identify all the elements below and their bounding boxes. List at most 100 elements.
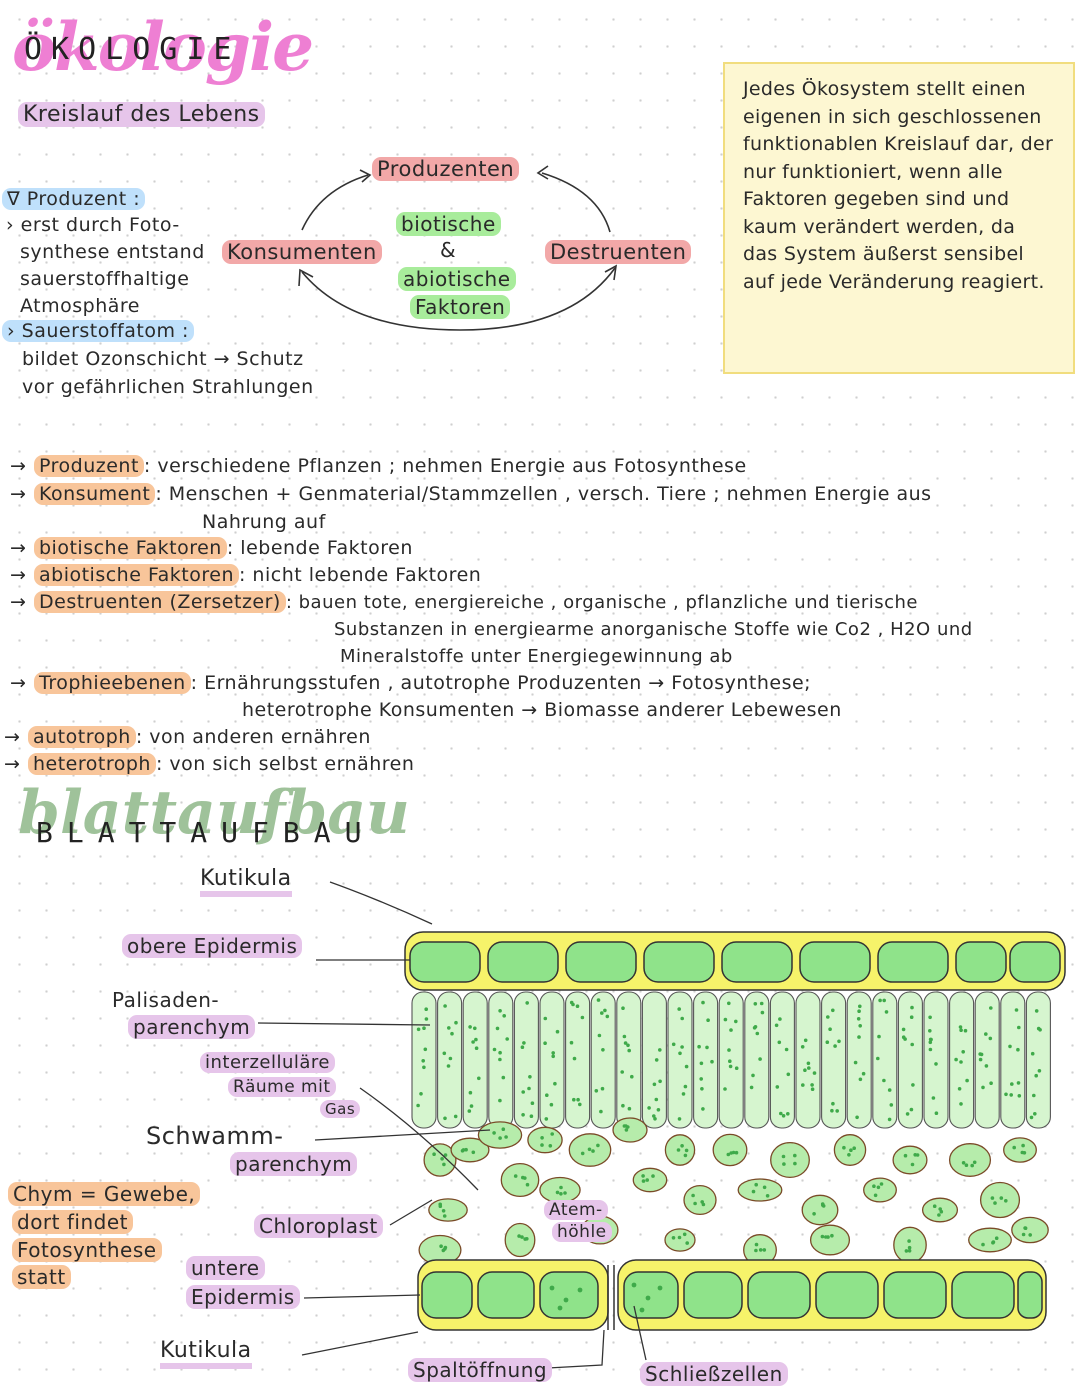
chloroplast bbox=[820, 1234, 825, 1239]
chloroplast bbox=[523, 1237, 527, 1241]
chloroplast bbox=[931, 1096, 936, 1100]
chloroplast bbox=[1017, 1094, 1022, 1098]
spongy-cell bbox=[612, 1117, 648, 1143]
chloroplast bbox=[913, 1153, 917, 1157]
chloroplast bbox=[728, 1059, 732, 1063]
chloroplast bbox=[645, 1178, 649, 1182]
chloroplast bbox=[627, 1106, 632, 1111]
chloroplast bbox=[467, 1109, 472, 1113]
chloroplast bbox=[677, 1117, 682, 1121]
chloroplast bbox=[831, 1101, 835, 1106]
chloroplast bbox=[527, 1086, 531, 1091]
chloroplast bbox=[965, 1078, 969, 1083]
chloroplast bbox=[701, 1202, 706, 1207]
chloroplast bbox=[857, 1035, 861, 1039]
definition-text-cont: Substanzen in energiearme anorganische S… bbox=[334, 619, 973, 640]
chloroplast bbox=[630, 1074, 634, 1079]
note-line: synthese entstand bbox=[20, 241, 205, 263]
chloroplast bbox=[555, 1029, 560, 1034]
chloroplast bbox=[522, 1041, 526, 1045]
chloroplast bbox=[572, 1056, 577, 1061]
leaf-title-script: blattaufbau bbox=[18, 778, 410, 848]
chloroplast bbox=[991, 1240, 995, 1245]
definition-text: : lebende Faktoren bbox=[226, 537, 413, 559]
definition-biotisch: →biotische Faktoren: lebende Faktoren bbox=[10, 537, 413, 559]
spongy-cell bbox=[423, 1143, 457, 1177]
palisade-cell bbox=[1025, 991, 1051, 1129]
term: Trophieebenen bbox=[34, 672, 191, 694]
chloroplast bbox=[605, 1014, 610, 1019]
chloroplast bbox=[710, 1059, 714, 1064]
arrow-konsumenten-produzenten bbox=[301, 174, 369, 231]
palisade-cell bbox=[590, 991, 616, 1129]
chloroplast bbox=[471, 1150, 476, 1155]
definition-text-cont: heterotrophe Konsumenten → Biomasse ande… bbox=[242, 699, 842, 721]
chloroplast bbox=[453, 1114, 458, 1119]
chloroplast bbox=[653, 1117, 657, 1121]
chloroplast bbox=[505, 1037, 510, 1041]
chloroplast bbox=[658, 1079, 662, 1084]
chloroplast bbox=[755, 1031, 760, 1036]
chloroplast bbox=[1016, 1081, 1021, 1085]
chloroplast bbox=[988, 1036, 993, 1041]
label-interzellular-1: interzelluläre bbox=[200, 1052, 335, 1073]
chloroplast bbox=[543, 1016, 548, 1021]
chloroplast bbox=[758, 1057, 762, 1061]
chloroplast bbox=[551, 1051, 555, 1055]
chloroplast bbox=[879, 1182, 884, 1186]
palisade-cell bbox=[744, 991, 770, 1129]
leader-schwamm bbox=[314, 1129, 491, 1141]
chloroplast bbox=[587, 1147, 592, 1152]
chloroplast bbox=[801, 1083, 805, 1087]
chloroplast bbox=[700, 1087, 704, 1091]
chloroplast bbox=[873, 1193, 878, 1198]
chloroplast bbox=[654, 1097, 659, 1102]
chloroplast bbox=[597, 1033, 602, 1038]
chloroplast bbox=[752, 1026, 757, 1030]
chloroplast bbox=[443, 1245, 448, 1250]
spongy-cell bbox=[632, 1167, 668, 1193]
chloroplast bbox=[928, 1040, 933, 1045]
chloroplast bbox=[621, 1103, 625, 1108]
spongy-cell bbox=[539, 1176, 581, 1204]
chloroplast bbox=[723, 1017, 728, 1022]
chloroplast bbox=[544, 1117, 549, 1121]
guard-cell-chloroplasts bbox=[549, 1282, 663, 1313]
spongy-cell bbox=[893, 1226, 927, 1264]
cycle-produzenten: Produzenten bbox=[372, 157, 520, 181]
chloroplast bbox=[492, 1131, 496, 1135]
chloroplast bbox=[959, 1060, 963, 1064]
chloroplast bbox=[492, 1047, 497, 1052]
leader-kutikula-bottom bbox=[301, 1331, 419, 1356]
chloroplast bbox=[803, 1068, 807, 1072]
chloroplast bbox=[627, 1048, 631, 1053]
palisade-cells bbox=[411, 991, 1051, 1129]
chloroplast bbox=[723, 1087, 727, 1091]
chloroplast bbox=[778, 1017, 782, 1021]
definition-heterotroph: →heterotroph: von sich selbst ernähren bbox=[4, 753, 414, 775]
palisade-cell bbox=[641, 991, 667, 1129]
chloroplast bbox=[858, 1004, 862, 1009]
chloroplast bbox=[683, 1084, 688, 1089]
spongy-cell bbox=[892, 1145, 928, 1175]
chloroplast bbox=[621, 1006, 625, 1010]
chloroplast bbox=[443, 1116, 447, 1121]
chloroplast bbox=[517, 1234, 521, 1238]
chloroplast bbox=[553, 1081, 557, 1086]
chloroplast bbox=[447, 1026, 451, 1030]
chloroplast bbox=[990, 1196, 995, 1200]
chloroplast bbox=[959, 1102, 963, 1106]
leader-schliesszellen bbox=[633, 1305, 647, 1361]
label-atemhoehle-1: Atem- bbox=[544, 1200, 608, 1220]
chloroplast bbox=[961, 1050, 965, 1054]
spongy-cells bbox=[418, 1117, 1049, 1266]
label-kutikula-top: Kutikula bbox=[200, 866, 292, 897]
chloroplast bbox=[474, 1037, 478, 1042]
chloroplast bbox=[934, 1062, 938, 1066]
chloroplast bbox=[699, 1061, 704, 1066]
chloroplast bbox=[810, 1087, 815, 1091]
definition-text: : Ernährungsstufen , autotrophe Produzen… bbox=[190, 672, 812, 694]
chloroplast bbox=[830, 1233, 834, 1238]
note-line: Atmosphäre bbox=[20, 295, 140, 317]
label-chym-1: Chym = Gewebe, bbox=[8, 1182, 201, 1206]
